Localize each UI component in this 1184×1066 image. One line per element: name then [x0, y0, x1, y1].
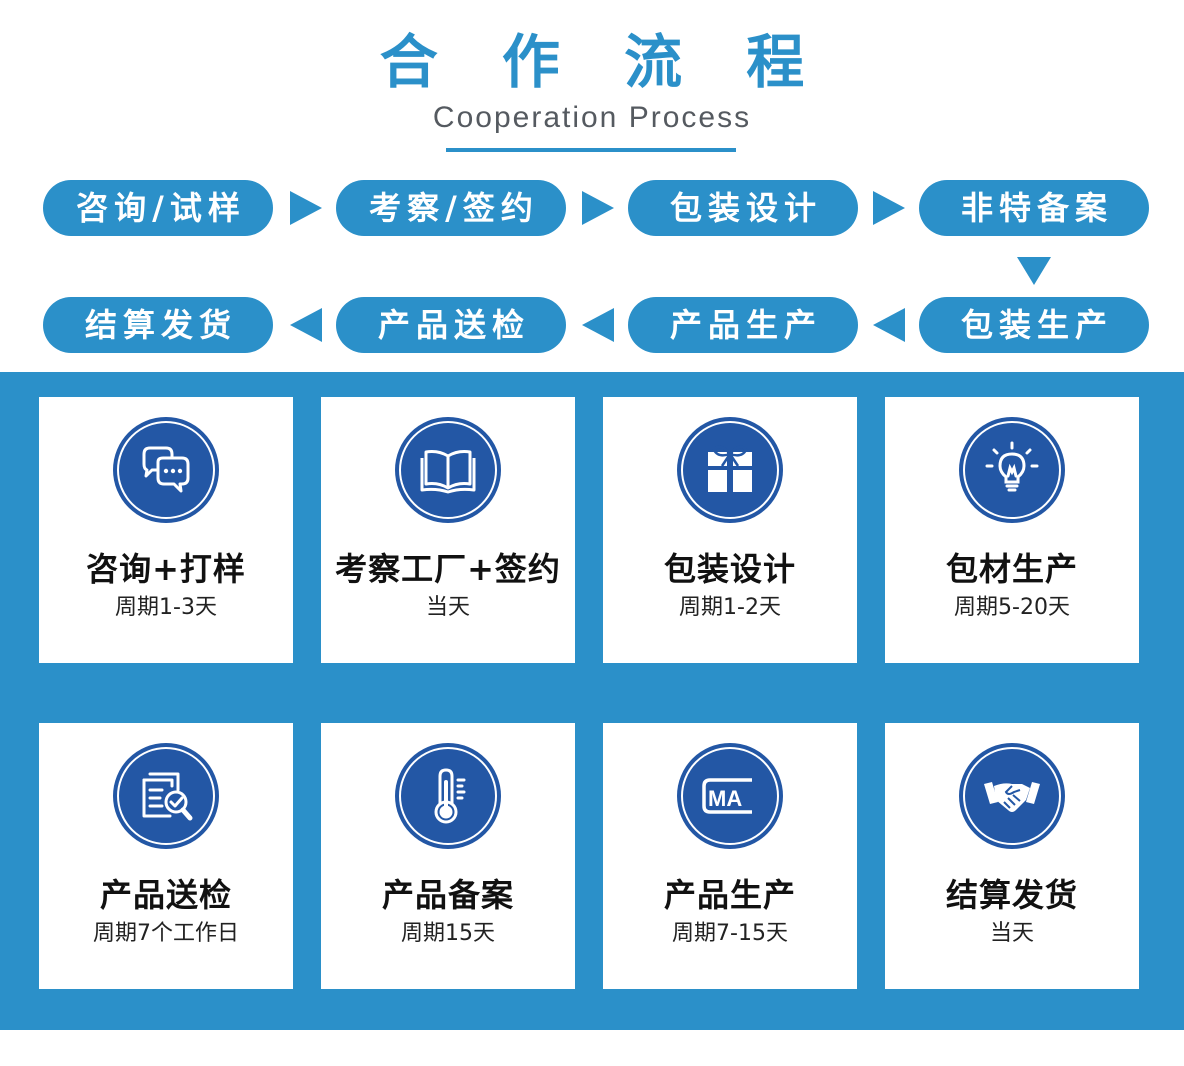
card-duration: 周期5-20天 [954, 595, 1070, 620]
chat-bubbles-icon [113, 417, 219, 523]
thermometer-icon [395, 743, 501, 849]
flow-step-testing[interactable]: 产品送检 [336, 297, 566, 353]
card-title: 包材生产 [945, 550, 1078, 588]
arrow-down-icon [1017, 257, 1051, 285]
card-title: 产品备案 [381, 876, 514, 914]
flow-step-inspect[interactable]: 考察/签约 [336, 180, 566, 236]
card-duration: 周期1-3天 [115, 595, 217, 620]
page-title: 合 作 流 程 [379, 28, 827, 96]
card-duration: 当天 [989, 921, 1034, 946]
card-title: 包装设计 [663, 550, 796, 588]
card-filing[interactable]: 产品备案 周期15天 [321, 723, 575, 989]
page-subtitle: Cooperation Process [432, 101, 752, 134]
card-duration: 周期1-2天 [679, 595, 781, 620]
card-consult[interactable]: 咨询+打样 周期1-3天 [39, 397, 293, 663]
flow-step-filing[interactable]: 非特备案 [919, 180, 1149, 236]
flow-step-production[interactable]: 产品生产 [628, 297, 858, 353]
card-design[interactable]: 包装设计 周期1-2天 [603, 397, 857, 663]
card-title: 结算发货 [945, 876, 1078, 914]
card-delivery[interactable]: 结算发货 当天 [885, 723, 1139, 989]
light-bulb-icon [959, 417, 1065, 523]
flow-step-design[interactable]: 包装设计 [628, 180, 858, 236]
card-duration: 周期7-15天 [672, 921, 788, 946]
card-duration: 周期15天 [401, 921, 495, 946]
card-production[interactable]: MA 产品生产 周期7-15天 [603, 723, 857, 989]
card-duration: 当天 [425, 595, 470, 620]
title-underline [446, 148, 736, 152]
ma-icon-text: MA [708, 786, 742, 811]
arrow-right-icon [582, 191, 614, 225]
ma-certification-icon: MA [677, 743, 783, 849]
card-testing[interactable]: 产品送检 周期7个工作日 [39, 723, 293, 989]
card-title: 考察工厂+签约 [335, 550, 561, 588]
card-material[interactable]: 包材生产 周期5-20天 [885, 397, 1139, 663]
card-inspect[interactable]: 考察工厂+签约 当天 [321, 397, 575, 663]
arrow-right-icon [290, 191, 322, 225]
open-book-icon [395, 417, 501, 523]
document-check-icon [113, 743, 219, 849]
process-panel: 咨询+打样 周期1-3天 考察工厂+签约 当天 包装设计 周期 [0, 372, 1184, 1030]
flow-step-packaging[interactable]: 包装生产 [919, 297, 1149, 353]
handshake-icon [959, 743, 1065, 849]
card-title: 产品送检 [99, 876, 232, 914]
card-title: 产品生产 [663, 876, 796, 914]
flow-step-consult[interactable]: 咨询/试样 [43, 180, 273, 236]
card-title: 咨询+打样 [86, 550, 246, 588]
flow-step-settle[interactable]: 结算发货 [43, 297, 273, 353]
arrow-left-icon [582, 308, 614, 342]
card-duration: 周期7个工作日 [93, 921, 239, 946]
arrow-left-icon [873, 308, 905, 342]
arrow-left-icon [290, 308, 322, 342]
arrow-right-icon [873, 191, 905, 225]
gift-box-icon [677, 417, 783, 523]
